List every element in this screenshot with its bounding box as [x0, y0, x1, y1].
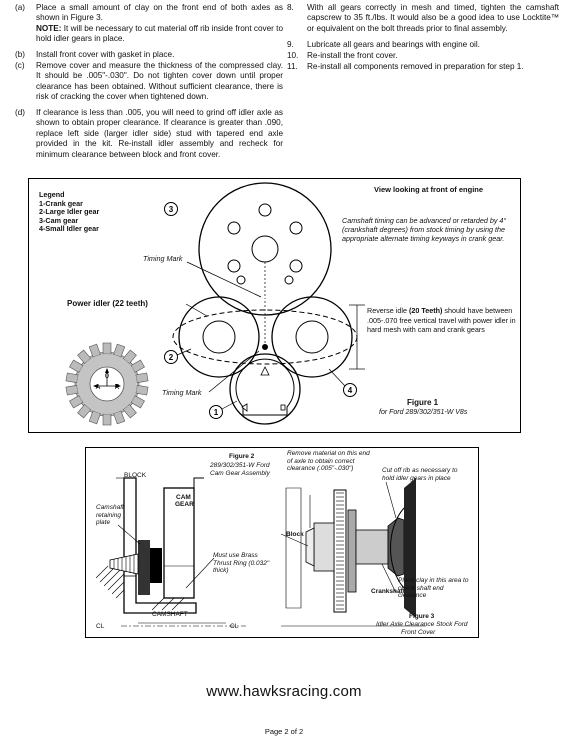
callout-3: 3 — [169, 205, 174, 214]
legend-item: 2-Large Idler gear — [39, 207, 100, 217]
instruction-marker: 9. — [287, 40, 294, 49]
centerline-right: CL — [230, 623, 239, 630]
instruction-marker: (c) — [15, 61, 25, 70]
legend: Legend 1-Crank gear 2-Large Idler gear 3… — [39, 190, 100, 234]
instruction-text: With all gears correctly in mesh and tim… — [307, 3, 559, 33]
crankshaft-label: Crankshaft — [371, 588, 405, 595]
instruction-text: Lubricate all gears and bearings with en… — [307, 40, 480, 49]
figure-1: 0 A R — [28, 178, 521, 433]
remove-material-note: Remove material on this end of axle to o… — [287, 450, 370, 473]
note-text: It will be necessary to cut material off… — [36, 23, 283, 44]
note-label: NOTE: — [36, 23, 62, 33]
figure-3-caption-title: Figure 3 — [409, 613, 435, 620]
clay-note: Place clay in this area to check shaft e… — [398, 577, 469, 600]
power-idler-label: Power idler (22 teeth) — [67, 299, 148, 308]
reverse-idler-note: Reverse idle (20 Teeth) should have betw… — [367, 306, 517, 335]
instruction-marker: 11. — [287, 62, 298, 71]
block-label-fig3: Block — [286, 531, 304, 538]
spur-gear-icon — [65, 342, 149, 426]
timing-mark-bottom: Timing Mark — [162, 388, 202, 397]
gear-diagram: 0 A R — [65, 182, 365, 426]
instruction-marker: (d) — [15, 108, 26, 117]
instruction-text: Place a small amount of clay on the fron… — [36, 3, 283, 23]
figure-2-caption-sub2: Cam Gear Assembly — [210, 470, 270, 477]
figure-1-caption-title: Figure 1 — [407, 398, 439, 407]
block-label-fig2: BLOCK — [124, 472, 147, 479]
gear-mark-zero: 0 — [105, 373, 109, 380]
instruction-text: Re-install the front cover. — [307, 51, 398, 60]
crank-gear — [229, 353, 301, 425]
figure-3-caption-sub2: Front Cover — [401, 629, 436, 636]
instruction-text: Install front cover with gasket in place… — [36, 50, 175, 59]
figure-2-caption-title: Figure 2 — [229, 453, 255, 460]
legend-title: Legend — [39, 190, 65, 199]
callout-2: 2 — [169, 353, 174, 362]
camshaft-label-fig2: CAMSHAFT — [152, 611, 188, 618]
legend-item: 4-Small Idler gear — [39, 224, 99, 234]
reverse-bold: (20 Teeth) — [408, 306, 443, 315]
website-link[interactable]: www.hawksracing.com — [206, 683, 362, 700]
instructions-right: 8. With all gears correctly in mesh and … — [287, 3, 559, 83]
cam-gear-label-2: GEAR — [175, 501, 194, 508]
cam-gear-label-1: CAM — [176, 494, 191, 501]
legend-item: 1-Crank gear — [39, 198, 83, 208]
cam-gear — [198, 182, 332, 316]
instruction-marker: (a) — [15, 3, 26, 12]
callout-1: 1 — [214, 408, 219, 417]
callout-4: 4 — [348, 386, 353, 395]
legend-item: 3-Cam gear — [39, 215, 79, 225]
camshaft-note: Camshaft timing can be advanced or retar… — [342, 216, 507, 243]
instruction-marker: 8. — [287, 3, 294, 12]
power-idler-gear — [178, 296, 260, 378]
timing-mark-top: Timing Mark — [143, 254, 183, 263]
brass-thrust-ring-label: Must use Brass Thrust Ring (0.032" thick… — [213, 552, 270, 575]
instructions-left: (a) Place a small amount of clay on the … — [15, 3, 283, 173]
instruction-text: Remove cover and measure the thickness o… — [36, 61, 283, 102]
figure-1-caption-sub: for Ford 289/302/351-W V8s — [379, 409, 468, 416]
reverse-post: should have between .005-.070 free verti… — [367, 306, 516, 335]
figure-2-caption-sub1: 289/302/351-W Ford — [210, 462, 270, 469]
centerline-left: CL — [96, 623, 105, 630]
gear-mark-a: A — [96, 384, 101, 391]
view-label: View looking at front of engine — [374, 185, 484, 194]
retaining-plate-label: Camshaft retaining plate — [96, 504, 124, 527]
gear-mark-r: R — [114, 384, 119, 391]
reverse-pre: Reverse idle — [367, 306, 409, 315]
instruction-text: Re-install all components removed in pre… — [307, 62, 524, 71]
cam-gear-assembly-diagram — [95, 477, 426, 627]
instruction-marker: 10. — [287, 51, 299, 60]
figure-3-caption-sub1: Idler Axle Clearance Stock Ford — [376, 621, 468, 628]
figures-2-3: Figure 2 289/302/351-W Ford Cam Gear Ass… — [85, 447, 479, 638]
cut-rib-note: Cut off rib as necessary to hold idler g… — [382, 467, 458, 482]
reverse-idler-gear — [271, 296, 353, 378]
instruction-text: If clearance is less than .005, you will… — [36, 108, 283, 159]
page-number: Page 2 of 2 — [264, 727, 304, 736]
instruction-marker: (b) — [15, 50, 26, 59]
